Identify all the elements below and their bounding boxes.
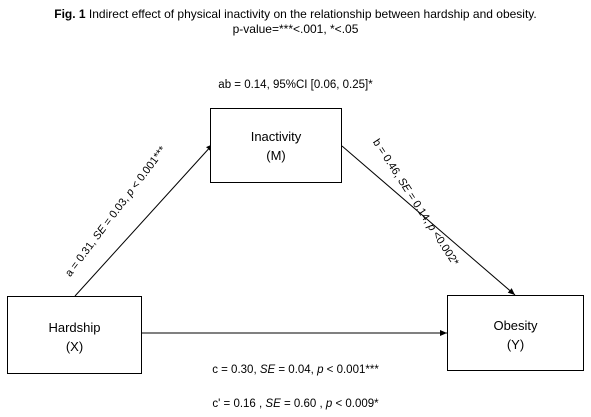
outcome-node: Obesity (Y) <box>447 295 584 371</box>
mediator-name: Inactivity <box>250 129 302 144</box>
mediator-symbol: (M) <box>266 148 286 163</box>
figure-caption: Indirect effect of physical inactivity o… <box>88 7 537 21</box>
mediator-node: Inactivity (M) <box>210 108 342 183</box>
figure-title: Fig. 1 Indirect effect of physical inact… <box>0 7 591 37</box>
arrow-a <box>74 143 214 297</box>
predictor-node: Hardship (X) <box>7 296 142 374</box>
path-c-prime-label: c' = 0.16 , SE = 0.60 , p < 0.009* <box>212 398 379 410</box>
predictor-name: Hardship <box>48 320 101 335</box>
arrow-b <box>341 145 516 296</box>
indirect-effect-label: ab = 0.14, 95%CI [0.06, 0.25]* <box>218 79 373 91</box>
outcome-symbol: (Y) <box>506 337 525 352</box>
pvalue-legend: p-value=***<.001, *<.05 <box>232 22 359 36</box>
predictor-symbol: (X) <box>65 339 84 354</box>
outcome-name: Obesity <box>493 318 538 333</box>
path-c-label: c = 0.30, SE = 0.04, p < 0.001*** <box>212 364 379 376</box>
figure-number: Fig. 1 <box>54 7 86 21</box>
